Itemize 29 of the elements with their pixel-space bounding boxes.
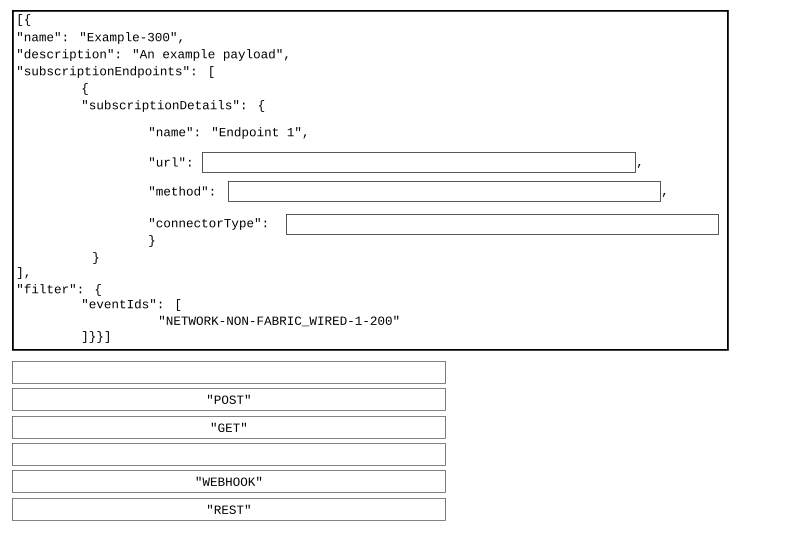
code-panel xyxy=(12,10,729,351)
code-line: "eventIds": [ xyxy=(82,299,180,311)
code-line: { xyxy=(82,83,88,95)
option-box xyxy=(12,443,446,466)
code-line: "description": "An example payload", xyxy=(18,49,288,61)
code-line: "name": "Example-300", xyxy=(18,32,182,44)
code-line: "filter": { xyxy=(18,284,101,296)
code-line: , xyxy=(662,192,666,198)
option-box: "WEBHOOK" xyxy=(12,470,446,493)
code-line: "url": xyxy=(150,157,190,167)
code-line: , xyxy=(638,164,640,168)
code-line: "connectorType": xyxy=(150,218,266,230)
option-box xyxy=(12,361,446,384)
answer-box xyxy=(286,214,719,235)
code-line: "NETWORK-NON-FABRIC_WIRED-1-200" xyxy=(160,316,398,326)
answer-box xyxy=(228,181,661,202)
option-box: "REST" xyxy=(12,498,446,521)
code-line: ], xyxy=(18,267,28,279)
option-box: "GET" xyxy=(12,416,446,439)
code-line: [{ xyxy=(18,14,30,26)
option-box: "POST" xyxy=(12,388,446,411)
answer-box xyxy=(202,152,636,173)
code-line: "subscriptionEndpoints": [ xyxy=(18,66,214,78)
code-line: "subscriptionDetails": { xyxy=(82,100,264,112)
code-line: } xyxy=(149,235,154,247)
code-line: ]}}] xyxy=(82,331,109,343)
code-line: "name": "Endpoint 1", xyxy=(150,127,306,139)
code-line: } xyxy=(93,252,98,264)
code-line: "method": xyxy=(150,186,214,196)
